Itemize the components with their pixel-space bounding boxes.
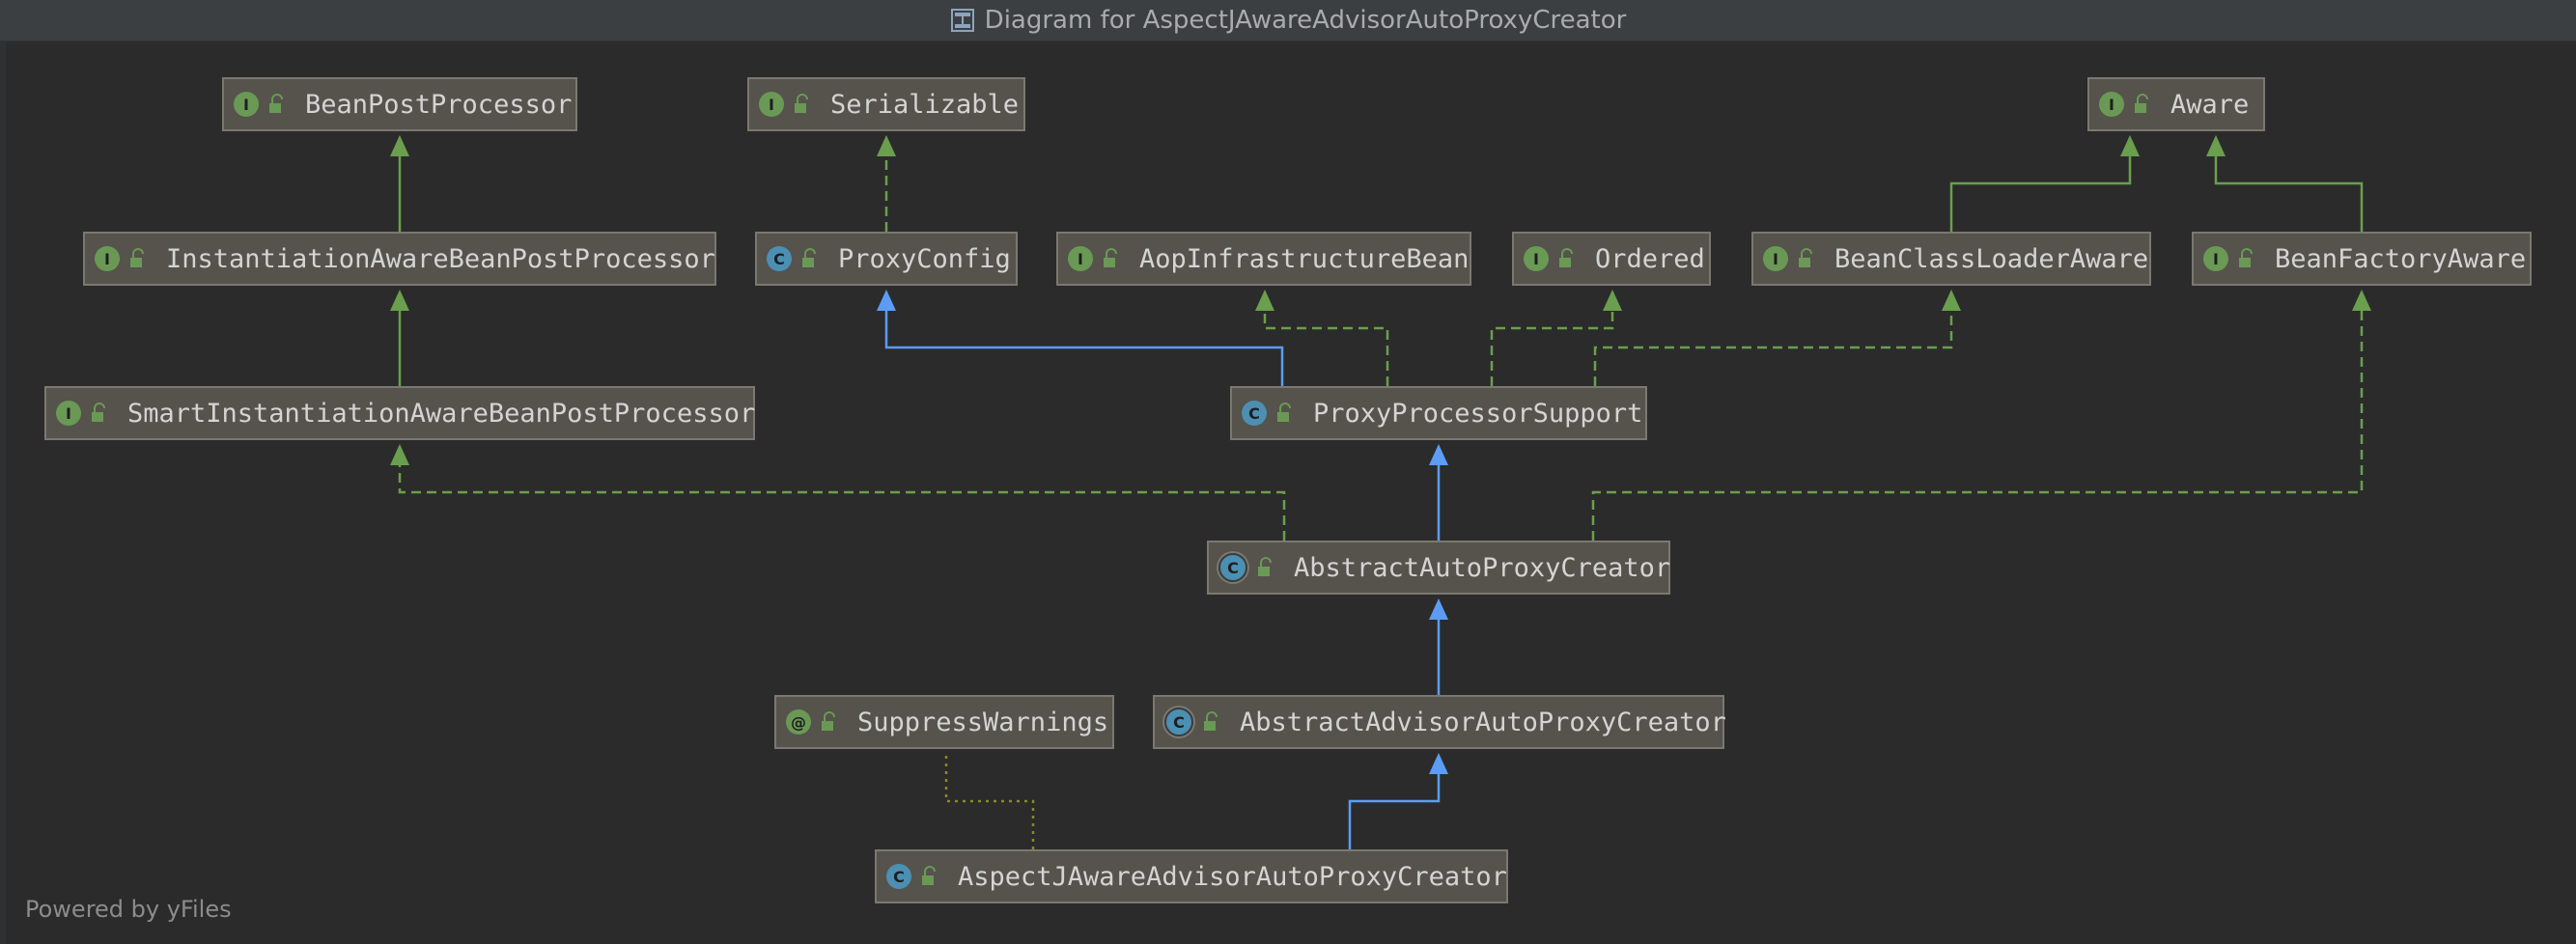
unlock-icon: [822, 711, 835, 731]
interface-icon: I: [95, 246, 120, 271]
node-ordered[interactable]: I Ordered: [1512, 232, 1711, 286]
edge-abstractautoproxycreator-to-beanfactoryaware: [1591, 290, 2371, 541]
unlock-icon: [2135, 94, 2148, 113]
node-label: AspectJAwareAdvisorAutoProxyCreator: [958, 861, 1507, 892]
unlock-icon: [92, 403, 105, 422]
class-icon: C: [886, 864, 911, 889]
node-smart-instantiation-aware-bean-post-processor[interactable]: I SmartInstantiationAwareBeanPostProcess…: [44, 386, 755, 440]
diagram-icon: [950, 9, 974, 32]
class-icon: C: [1242, 401, 1267, 426]
edge-smart-to-instantiation: [390, 290, 409, 386]
node-label: SuppressWarnings: [857, 707, 1109, 737]
node-instantiation-aware-bean-post-processor[interactable]: I InstantiationAwareBeanPostProcessor: [83, 232, 716, 286]
node-abstract-advisor-auto-proxy-creator[interactable]: C AbstractAdvisorAutoProxyCreator: [1153, 695, 1726, 749]
abstract-class-icon: C: [1164, 708, 1193, 736]
node-label: BeanClassLoaderAware: [1834, 243, 2149, 274]
node-serializable[interactable]: I Serializable: [747, 77, 1025, 131]
node-aop-infrastructure-bean[interactable]: I AopInfrastructureBean: [1056, 232, 1471, 286]
interface-icon: I: [2099, 92, 2124, 117]
node-aspectj-aware-advisor-auto-proxy-creator[interactable]: C AspectJAwareAdvisorAutoProxyCreator: [875, 849, 1508, 903]
edge-proxyprocessorsupport-to-proxyconfig: [877, 290, 1284, 386]
edge-abstractautoproxycreator-to-proxyprocessorsupport: [1429, 444, 1448, 541]
node-abstract-auto-proxy-creator[interactable]: C AbstractAutoProxyCreator: [1207, 541, 1670, 595]
interface-icon: I: [1068, 246, 1093, 271]
node-label: Ordered: [1595, 243, 1705, 274]
edge-instantiation-to-beanpostprocessor: [390, 135, 409, 232]
edge-aspectj-to-abstractadvisor: [1348, 753, 1448, 849]
unlock-icon: [922, 866, 936, 885]
class-icon: C: [767, 246, 792, 271]
node-proxy-processor-support[interactable]: C ProxyProcessorSupport: [1230, 386, 1647, 440]
node-suppress-warnings[interactable]: @ SuppressWarnings: [774, 695, 1114, 749]
unlock-icon: [269, 94, 283, 113]
unlock-icon: [802, 248, 816, 267]
edge-abstractadvisor-to-abstractauto: [1429, 598, 1448, 695]
annotation-icon: @: [786, 709, 811, 735]
interface-icon: I: [1524, 246, 1549, 271]
node-bean-class-loader-aware[interactable]: I BeanClassLoaderAware: [1751, 232, 2151, 286]
node-label: AbstractAutoProxyCreator: [1294, 552, 1671, 583]
interface-icon: I: [56, 401, 81, 426]
edge-proxyprocessorsupport-to-aopinfrastructurebean: [1255, 290, 1389, 386]
node-label: InstantiationAwareBeanPostProcessor: [166, 243, 715, 274]
edge-proxyprocessorsupport-to-beanclassloaderaware: [1593, 290, 1961, 386]
unlock-icon: [2239, 248, 2253, 267]
node-label: AopInfrastructureBean: [1139, 243, 1470, 274]
left-gutter: [0, 41, 6, 944]
diagram-title: Diagram for AspectJAwareAdvisorAutoProxy…: [984, 6, 1627, 35]
footer-credit: Powered by yFiles: [25, 896, 232, 923]
node-label: AbstractAdvisorAutoProxyCreator: [1240, 707, 1726, 737]
interface-icon: I: [759, 92, 784, 117]
unlock-icon: [1258, 557, 1272, 576]
node-bean-post-processor[interactable]: I BeanPostProcessor: [222, 77, 577, 131]
node-label: ProxyProcessorSupport: [1313, 398, 1643, 429]
edge-abstractautoproxycreator-to-smart: [390, 444, 1286, 541]
node-label: ProxyConfig: [838, 243, 1011, 274]
node-label: Serializable: [830, 89, 1020, 120]
edge-proxyconfig-to-serializable: [877, 135, 896, 232]
diagram-title-bar: Diagram for AspectJAwareAdvisorAutoProxy…: [0, 0, 2576, 42]
interface-icon: I: [234, 92, 259, 117]
edge-proxyprocessorsupport-to-ordered: [1490, 290, 1622, 386]
unlock-icon: [1204, 711, 1218, 731]
node-proxy-config[interactable]: C ProxyConfig: [755, 232, 1018, 286]
node-label: BeanFactoryAware: [2275, 243, 2527, 274]
node-label: BeanPostProcessor: [305, 89, 573, 120]
abstract-class-icon: C: [1218, 553, 1247, 582]
unlock-icon: [1799, 248, 1812, 267]
edge-beanfactoryaware-to-aware: [2206, 135, 2364, 232]
edge-aspectj-to-suppresswarnings: [944, 753, 1035, 849]
node-label: SmartInstantiationAwareBeanPostProcessor: [127, 398, 756, 429]
unlock-icon: [1277, 403, 1291, 422]
interface-icon: I: [2203, 246, 2228, 271]
node-label: Aware: [2170, 89, 2250, 120]
unlock-icon: [130, 248, 144, 267]
edge-beanclassloaderaware-to-aware: [1949, 135, 2140, 232]
node-aware[interactable]: I Aware: [2087, 77, 2265, 131]
unlock-icon: [1104, 248, 1117, 267]
unlock-icon: [1559, 248, 1573, 267]
unlock-icon: [795, 94, 808, 113]
interface-icon: I: [1763, 246, 1788, 271]
node-bean-factory-aware[interactable]: I BeanFactoryAware: [2192, 232, 2532, 286]
